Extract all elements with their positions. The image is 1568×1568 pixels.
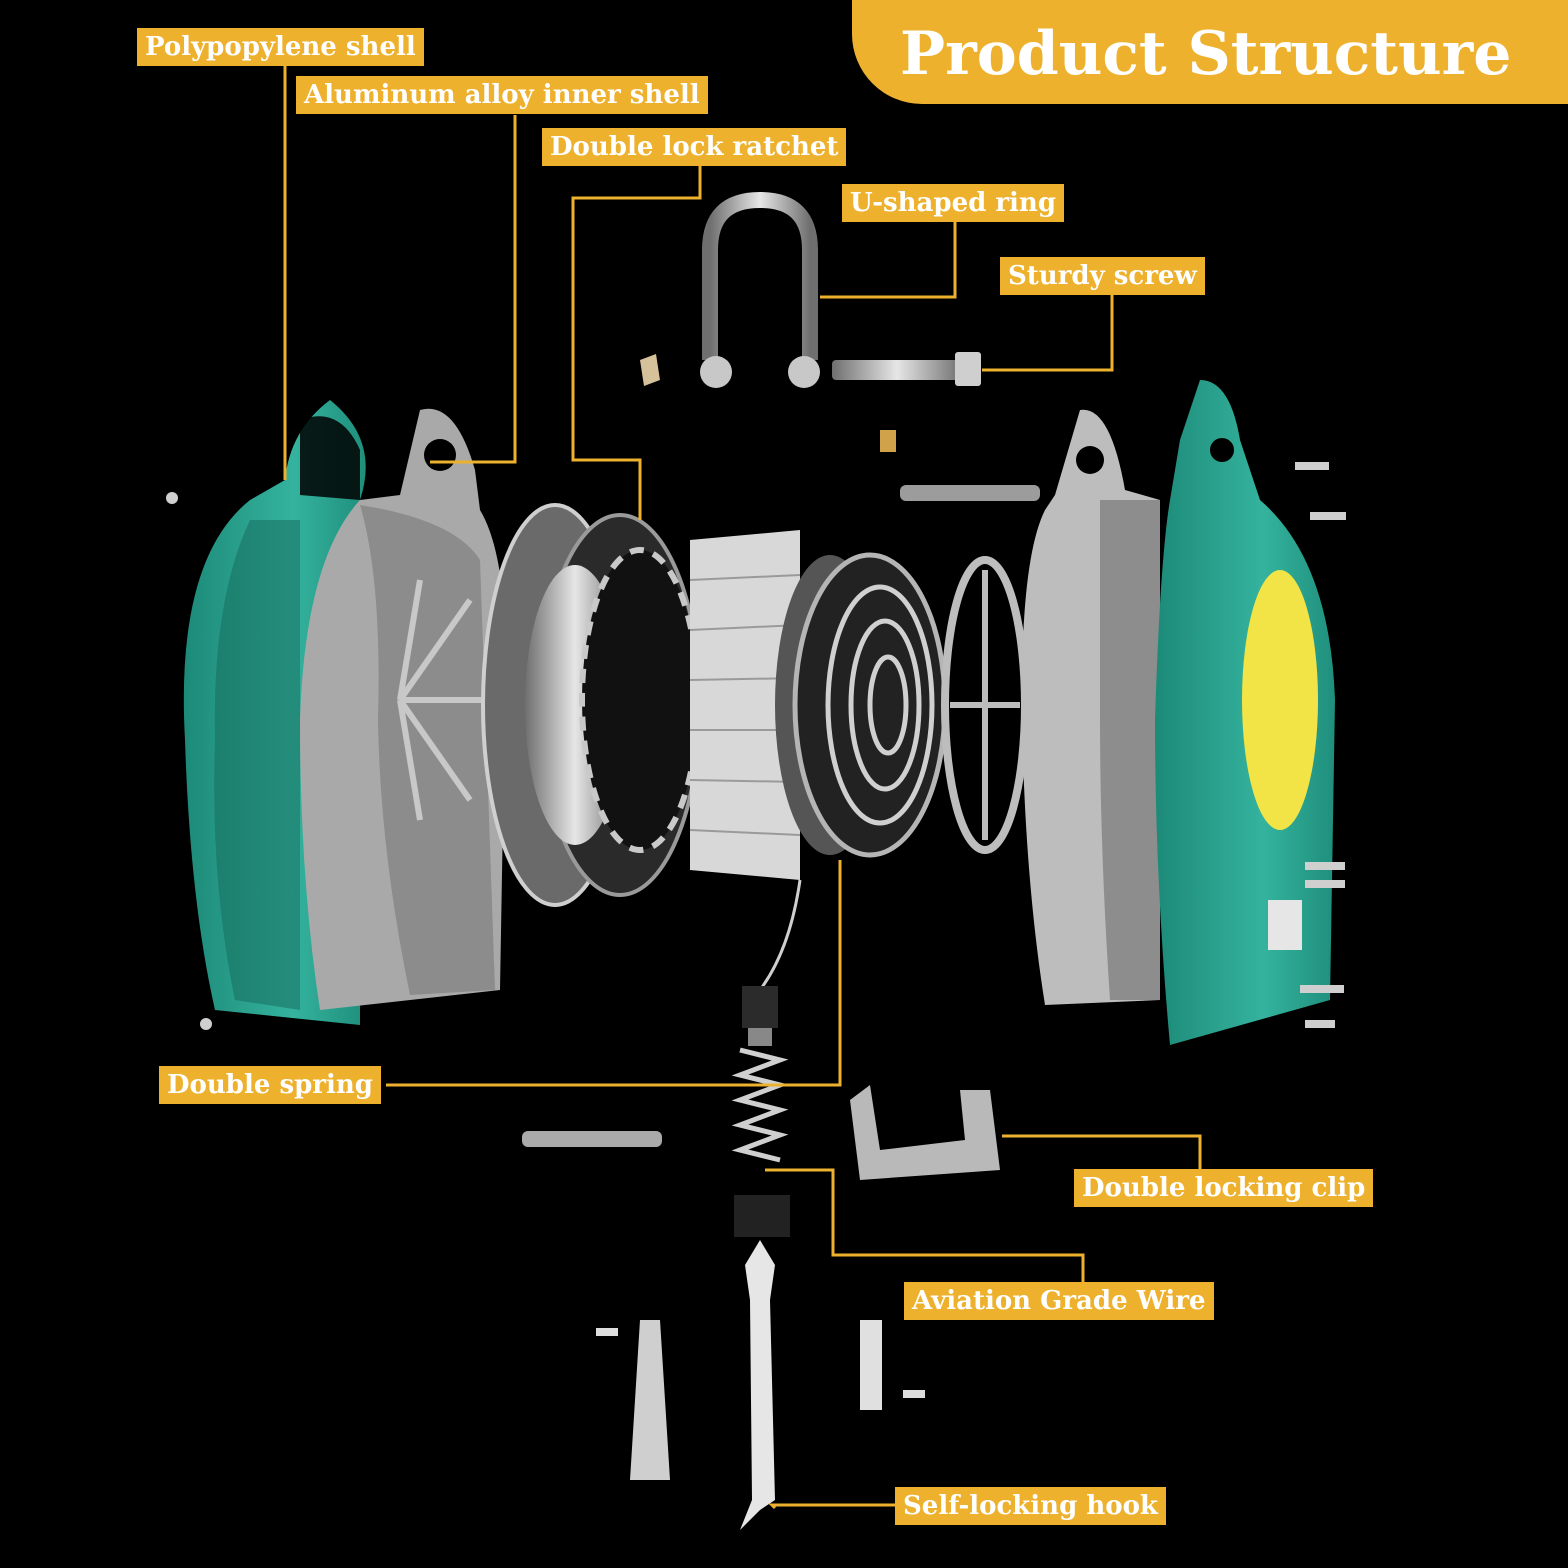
spoke-wheel — [941, 556, 1029, 854]
wire-spring-hook-assembly — [731, 879, 802, 1530]
loose-pins — [522, 1131, 925, 1480]
u-shaped-ring-part — [640, 191, 820, 388]
page-title: Product Structure — [900, 19, 1512, 89]
right-aluminum-inner-shell — [1021, 409, 1160, 1005]
title-banner — [852, 0, 1568, 104]
label-u-shaped-ring: U-shaped ring — [842, 184, 1065, 222]
label-double-lock-ratchet: Double lock ratchet — [542, 128, 847, 166]
label-self-locking-hook: Self-locking hook — [895, 1487, 1166, 1525]
sturdy-screw-part — [832, 352, 1040, 501]
label-aviation-grade-wire: Aviation Grade Wire — [904, 1282, 1214, 1320]
label-sturdy-screw: Sturdy screw — [1000, 257, 1205, 295]
label-double-locking-clip: Double locking clip — [1074, 1169, 1374, 1207]
label-polypropylene-shell: Polypopylene shell — [137, 28, 424, 66]
label-aluminum-inner-shell: Aluminum alloy inner shell — [296, 76, 708, 114]
label-double-spring: Double spring — [159, 1066, 381, 1104]
left-aluminum-inner-shell — [300, 408, 506, 1010]
right-shell-screws — [166, 462, 1346, 1030]
ratchet-drum — [525, 513, 702, 897]
leader-lines — [283, 66, 1202, 1510]
right-polypropylene-shell — [1155, 380, 1335, 1045]
double-locking-clip-part — [850, 1085, 1000, 1180]
spring-housing — [775, 552, 948, 858]
